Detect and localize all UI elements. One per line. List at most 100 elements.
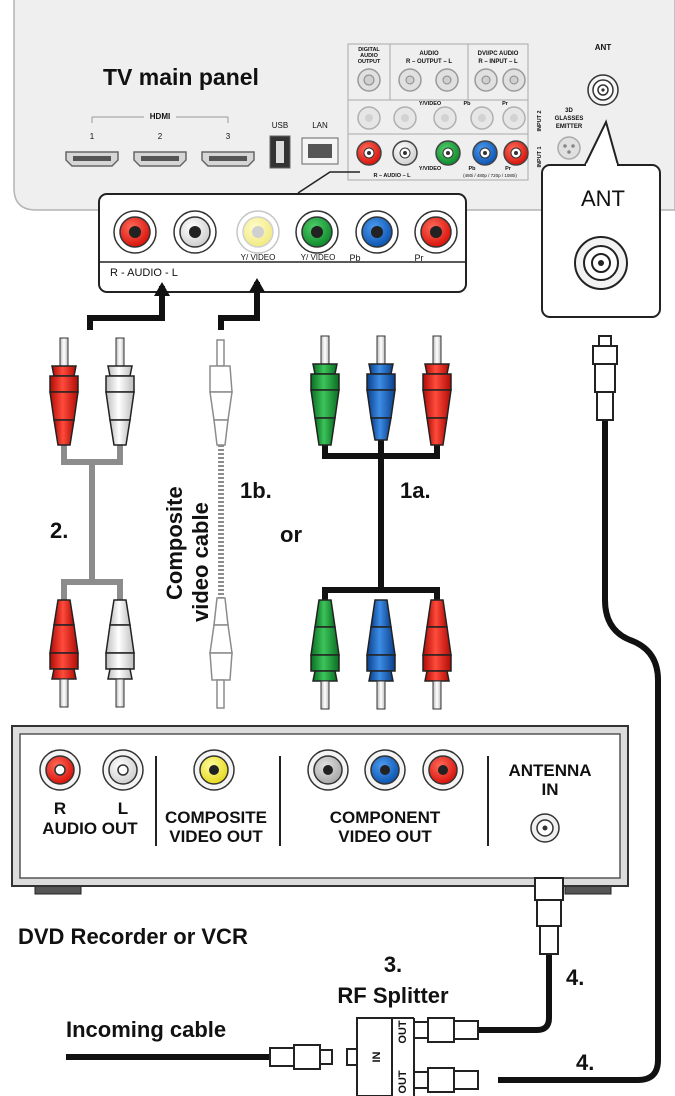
dvd-audio-r-label: R [54, 799, 66, 818]
input2-pr-label: Pr [502, 101, 509, 107]
dvi-pc-audio-line2: R – INPUT – L [478, 59, 518, 65]
component-plug-blue-top [366, 335, 396, 441]
component-plug-green-bottom [310, 599, 340, 710]
zoom-red-audio-jack [113, 210, 157, 254]
usb-label: USB [272, 121, 288, 130]
splitter-out-bottom-plug [413, 1067, 479, 1093]
input-2-label: INPUT 2 [537, 110, 543, 131]
zoom-yellow-video-jack [236, 210, 280, 254]
tv-input1-jacks [356, 140, 529, 166]
ant-zoom-jack [574, 236, 628, 290]
dvd-to-splitter-cable [478, 877, 564, 1033]
dvd-antenna-line2: IN [542, 780, 559, 799]
hdmi-port-1-label: 1 [90, 132, 95, 141]
connection-arrows [87, 278, 265, 330]
tv-ant-jack [587, 74, 619, 106]
tv-dvi-audio-l-jack [502, 68, 526, 92]
dvd-antenna-line1: ANTENNA [508, 761, 591, 780]
zoom-audio-label: R - AUDIO - L [110, 267, 178, 279]
tv-panel-title: TV main panel [103, 64, 259, 90]
step-4-lower-label: 4. [576, 1050, 594, 1075]
audio-plug-red-bottom [49, 599, 79, 708]
hdmi-port-3-label: 3 [226, 132, 231, 141]
zoom-yvideo-label: Y/ VIDEO [301, 253, 336, 262]
composite-label-line1: Composite [162, 486, 187, 600]
splitter-title: RF Splitter [337, 983, 449, 1008]
ant-zoom-label: ANT [581, 186, 625, 211]
ant-coax-cable [498, 335, 661, 1083]
dvd-component-line2: VIDEO OUT [338, 827, 432, 846]
tv-audio-row-label: R – AUDIO – L [373, 173, 411, 179]
row3-pb-label: Pb [468, 166, 476, 172]
composite-plug-bottom [209, 597, 233, 709]
zoom-blue-jack [355, 210, 399, 254]
dvd-coax-plug [534, 877, 564, 955]
splitter-step-label: 3. [384, 952, 402, 977]
incoming-cable-label: Incoming cable [66, 1017, 226, 1042]
zoom-white-audio-jack [173, 210, 217, 254]
tv-audio-out-r-jack [398, 68, 422, 92]
hdmi-label: HDMI [150, 112, 170, 121]
digital-audio-line1: DIGITAL [358, 47, 380, 53]
hdmi-port-2 [133, 151, 187, 167]
or-label: or [280, 522, 302, 547]
usb-port [269, 135, 291, 169]
splitter-out-top-label: OUT [397, 1020, 409, 1044]
dvd-composite-line1: COMPOSITE [165, 808, 267, 827]
incoming-cable [66, 1044, 333, 1070]
dvd-component-line1: COMPONENT [330, 808, 441, 827]
tv-input2-jacks [357, 106, 526, 130]
glasses-emitter-jack [557, 136, 581, 160]
hdmi-port-3 [201, 151, 255, 167]
input-1-label: INPUT 1 [537, 146, 543, 167]
resolution-note: (480i / 480p / 720p / 1080i) [463, 173, 517, 178]
dvd-antenna-jack [530, 813, 560, 843]
component-plug-red-bottom [422, 599, 452, 710]
lan-port [301, 137, 339, 165]
step-1b-label: 1b. [240, 478, 272, 503]
glasses-line3: EMITTER [556, 124, 583, 130]
ant-zoom-callout: ANT [541, 119, 661, 318]
dvd-component-y-jack [307, 749, 349, 791]
hdmi-port-1 [65, 151, 119, 167]
hdmi-group: HDMI 1 2 3 [65, 112, 255, 167]
step-4-upper-label: 4. [566, 965, 584, 990]
composite-plug-top [209, 339, 233, 446]
dvd-audio-l-jack [102, 749, 144, 791]
zoom-callout: Y/ VIDEO Y/ VIDEO Pb Pr R - AUDIO - L [98, 171, 467, 293]
row3-pr-label: Pr [505, 166, 512, 172]
splitter-out-top-plug [413, 1017, 479, 1043]
component-plug-green-top [310, 335, 340, 446]
glasses-line1: 3D [565, 108, 573, 114]
digital-audio-line3: OUTPUT [358, 59, 381, 65]
input2-video-label: Y/VIDEO [419, 101, 442, 107]
dvd-composite-line2: VIDEO OUT [169, 827, 263, 846]
component-plug-blue-bottom [366, 599, 396, 710]
dvd-audio-l-label: L [118, 799, 128, 818]
step-2-label: 2. [50, 518, 68, 543]
hdmi-port-2-label: 2 [158, 132, 163, 141]
tv-optical-jack [357, 68, 381, 92]
tv-dvi-audio-r-jack [474, 68, 498, 92]
audio-output-line2: R – OUTPUT – L [406, 59, 452, 65]
digital-audio-label: DIGITAL AUDIO OUTPUT [358, 47, 381, 65]
rf-splitter: IN OUT OUT [346, 1017, 479, 1096]
zoom-composite-yvideo-label: Y/ VIDEO [241, 253, 276, 262]
dvd-composite-jack [193, 749, 235, 791]
tv-ant-label: ANT [595, 43, 612, 52]
tv-main-panel: TV main panel HDMI 1 2 3 U [13, 0, 675, 211]
step-1a-label: 1a. [400, 478, 431, 503]
dvd-recorder: R L AUDIO OUT COMPOSITE VIDEO OUT COMPON… [11, 725, 629, 895]
lan-label: LAN [312, 121, 328, 130]
component-plug-red-top [422, 335, 452, 446]
tv-audio-out-l-jack [435, 68, 459, 92]
dvi-pc-audio-line1: DVI/PC AUDIO [478, 51, 519, 57]
glasses-line2: GLASSES [555, 116, 584, 122]
splitter-out-bottom-label: OUT [397, 1070, 409, 1094]
composite-label-line2: video cable [188, 502, 213, 622]
splitter-in-label: IN [371, 1051, 383, 1062]
composite-video-cable [209, 339, 233, 709]
component-cable [310, 335, 452, 710]
audio-cable [49, 337, 135, 708]
